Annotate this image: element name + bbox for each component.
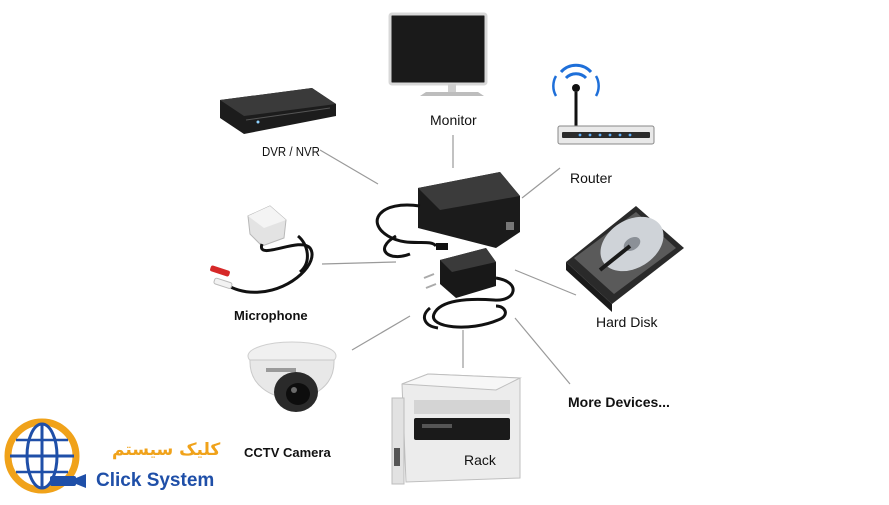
line-hard-disk — [514, 269, 577, 296]
label-cctv-camera: CCTV Camera — [244, 445, 331, 460]
label-more-devices: More Devices... — [568, 394, 670, 410]
line-cctv — [351, 315, 411, 351]
label-router: Router — [570, 170, 613, 186]
label-monitor: Monitor — [430, 112, 477, 128]
hard-disk-icon — [566, 206, 684, 312]
router-icon — [552, 63, 655, 145]
monitor-icon — [388, 12, 488, 96]
wall-adapter-icon — [422, 248, 515, 330]
line-microphone — [321, 261, 397, 265]
power-adapter-icon — [375, 172, 520, 259]
cctv-camera-icon — [247, 341, 337, 412]
label-microphone: Microphone — [234, 308, 308, 323]
line-more — [514, 317, 571, 385]
rack-icon — [391, 373, 522, 485]
dvr-icon — [220, 88, 336, 134]
connector-lines — [319, 135, 577, 385]
click-system-logo-icon — [4, 418, 86, 494]
microphone-icon — [210, 205, 314, 294]
line-router — [521, 167, 561, 199]
label-dvr: DVR / NVR — [262, 144, 320, 159]
brand-name-english: Click System — [96, 470, 215, 491]
label-rack: Rack — [464, 452, 496, 468]
brand-name-persian: کلیک سیستم — [112, 440, 221, 460]
line-dvr — [319, 149, 379, 185]
label-hard-disk: Hard Disk — [596, 314, 658, 330]
